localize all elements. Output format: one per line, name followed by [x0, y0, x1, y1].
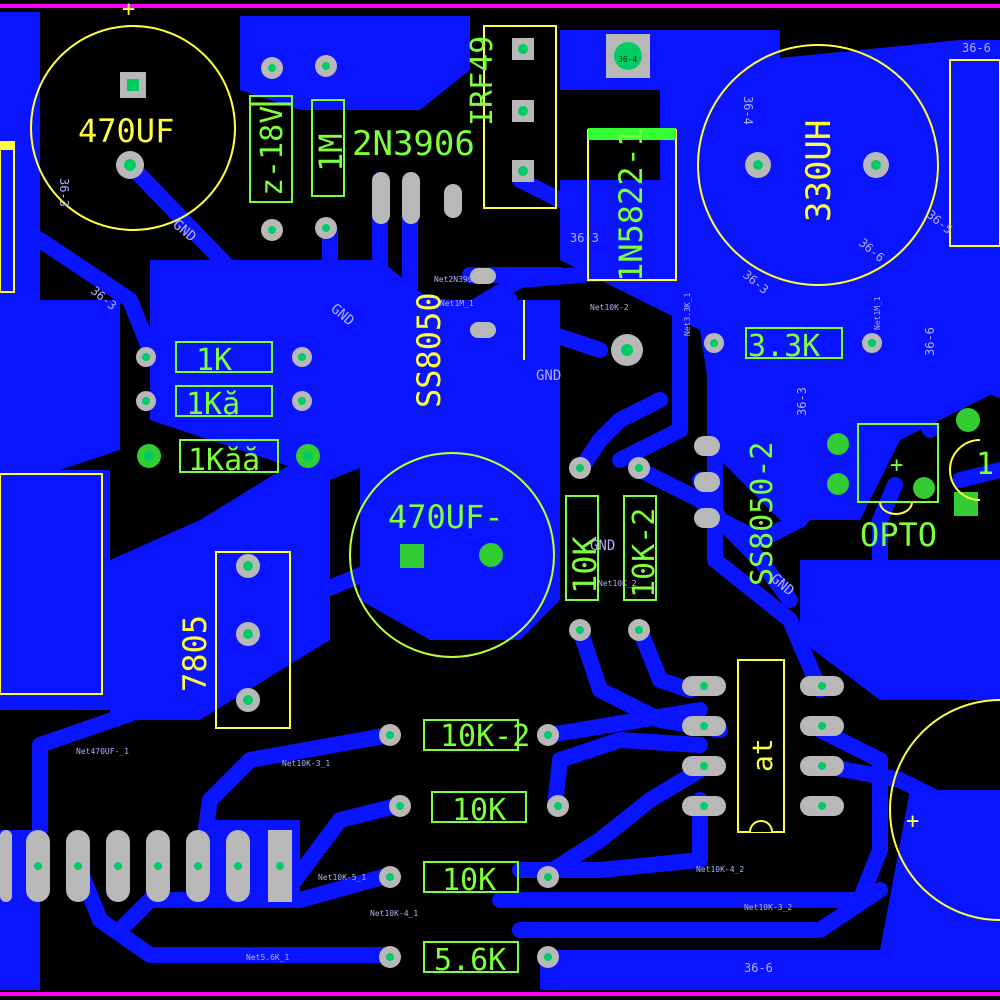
inductor-label: 330UH	[799, 120, 839, 222]
net-36-6-c: 36-6	[923, 327, 937, 356]
net-36-4: 36-4	[741, 96, 755, 125]
resistor-10k-2-horizontal[interactable]: 10K-2	[379, 719, 559, 754]
net-10k-2b: Net10K_2	[598, 579, 637, 588]
ic-at[interactable]: at	[682, 659, 844, 833]
diode-1n5822[interactable]: 1N5822-1	[587, 128, 677, 282]
plus-mark-top: +	[122, 0, 135, 22]
mosfet-label: IRF49	[465, 36, 500, 126]
resistor-10k-b[interactable]: 10K	[389, 791, 569, 828]
net-10k3-1: Net10K-3_1	[282, 759, 330, 768]
net-36-3-c: 36-3	[570, 231, 599, 245]
net-10k3-2: Net10K-3_2	[744, 903, 792, 912]
q-2n3906-label: 2N3906	[352, 124, 475, 164]
net-3-3k: Net3.3K_1	[683, 292, 692, 336]
optocoupler[interactable]: OPTO 1( +	[827, 408, 1000, 554]
net-10k4-2: Net10K-4_2	[696, 865, 744, 874]
resistor-10k-vertical-1[interactable]: 10K	[565, 457, 604, 641]
transistor-ss8050-2[interactable]: SS8050-2	[694, 436, 780, 586]
net-10k5-1: Net10K-5_1	[318, 873, 366, 882]
res-10k-v2-label: 10K-2	[627, 508, 662, 598]
res-1k-c-label: 1Kăă	[188, 443, 260, 478]
res-10k-2-label: 10K-2	[440, 719, 530, 754]
cap-470uf-top-label: 470UF	[78, 112, 174, 150]
capacitor-470uf-middle[interactable]: 470UF-	[349, 452, 555, 658]
net-gnd-3: GND	[536, 368, 561, 384]
res-3-3k-label: 3.3K	[748, 329, 820, 364]
partial-label: 1(	[976, 447, 1000, 482]
resistor-1k-c[interactable]: 1Kăă	[137, 439, 320, 478]
opto-label: OPTO	[860, 516, 937, 554]
net-36-3-a: 36-3	[57, 178, 71, 207]
regulator-label: 7805	[176, 615, 214, 692]
resistor-5-6k[interactable]: 5.6K	[379, 941, 559, 978]
net-gnd-4: GND	[590, 538, 615, 554]
pad-36-4-label: 36-4	[618, 55, 637, 64]
res-10k-b-label: 10K	[452, 793, 506, 828]
net-470uf-1: Net470UF-_1	[76, 747, 129, 756]
capacitor-470uf-top[interactable]: 470UF +	[30, 0, 236, 231]
capacitor-bottom-right[interactable]: +	[889, 699, 1000, 921]
zener-label: z-18V	[255, 106, 290, 196]
res-10k-v1-label: 10K	[566, 535, 604, 594]
resistor-1k-b[interactable]: 1Kă	[136, 385, 312, 422]
net-36-6-a: 36-6	[962, 41, 991, 55]
resistor-1k-a[interactable]: 1K	[136, 341, 312, 378]
regulator-7805[interactable]: 7805	[176, 551, 291, 729]
connector-right[interactable]	[949, 59, 1000, 247]
resistor-10k-c[interactable]: 10K	[379, 861, 559, 898]
resistor-10k-vertical-2[interactable]: 10K-2	[623, 457, 662, 641]
res-5-6k-label: 5.6K	[434, 943, 506, 978]
res-1k-b-label: 1Kă	[186, 387, 240, 422]
plus-mark-opto: +	[890, 453, 903, 478]
net-36-3-e: 36-3	[795, 387, 809, 416]
net-10k-2: Net10K-2	[590, 303, 629, 312]
connector-left-lower[interactable]	[0, 473, 103, 695]
net-5-6k: Net5.6K_1	[246, 953, 290, 962]
q-ss8050-label: SS8050	[410, 292, 448, 408]
net-2n390: Net2N390	[434, 275, 473, 284]
transistor-2n3906[interactable]: 2N3906	[352, 124, 475, 224]
resistor-3-3k[interactable]: 3.3K	[704, 327, 882, 364]
mosfet-irf[interactable]: IRF49	[465, 25, 557, 209]
pad-36-4[interactable]: 36-4	[606, 34, 650, 78]
res-1m-label: 1M	[312, 133, 350, 172]
cap-470uf-mid-label: 470UF-	[388, 498, 504, 536]
ic-at-label: at	[746, 738, 779, 772]
copper-traces	[32, 157, 1000, 963]
plus-mark-right: +	[906, 809, 919, 834]
zener-diode[interactable]: z-18V	[249, 57, 293, 241]
transistor-ss8050[interactable]: SS8050	[410, 268, 643, 408]
net-10k4-1: Net10K-4_1	[370, 909, 418, 918]
res-1k-a-label: 1K	[196, 343, 232, 378]
res-10k-c-label: 10K	[442, 863, 496, 898]
connector-left[interactable]	[0, 141, 15, 293]
resistor-1m[interactable]: 1M	[311, 55, 350, 239]
inductor-330uh[interactable]: 330UH	[697, 44, 939, 286]
net-36-6-d: 36-6	[744, 961, 773, 975]
net-1m: Net1M_1	[440, 299, 474, 308]
net-1m-b: Net1M_1	[873, 296, 882, 330]
diode-label: 1N5822-1	[612, 128, 650, 282]
header-pins[interactable]	[0, 830, 292, 902]
q-ss8050-2-label: SS8050-2	[745, 442, 780, 587]
